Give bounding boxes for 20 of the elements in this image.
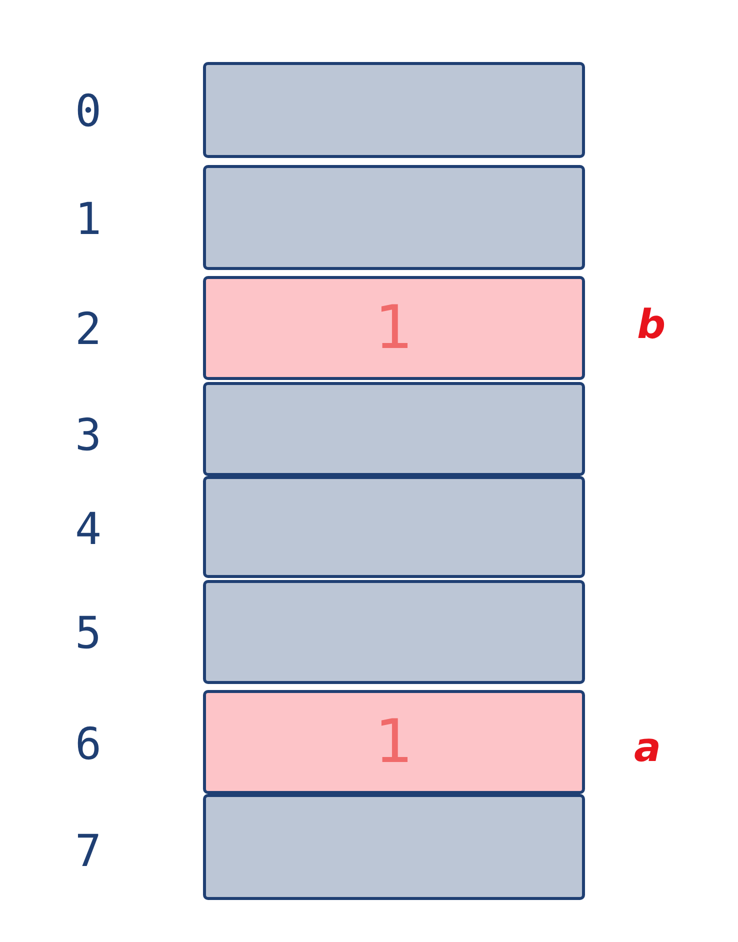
index-label: 7 xyxy=(75,830,102,874)
array-cell xyxy=(203,580,585,684)
cell-value: 1 xyxy=(374,712,414,772)
index-label: 4 xyxy=(75,508,102,552)
index-label: 6 xyxy=(75,723,102,767)
highlighted-array-cell xyxy=(203,276,585,380)
array-cell xyxy=(203,476,585,578)
array-cell xyxy=(203,62,585,158)
index-label: 3 xyxy=(75,414,102,458)
array-cell xyxy=(203,794,585,900)
array-cell xyxy=(203,382,585,476)
pointer-label: a xyxy=(634,728,661,768)
highlighted-array-cell xyxy=(203,690,585,794)
array-cell xyxy=(203,165,585,270)
pointer-label: b xyxy=(637,305,666,345)
index-label: 2 xyxy=(75,308,102,352)
cell-value: 1 xyxy=(374,298,414,358)
index-label: 0 xyxy=(75,90,102,134)
index-label: 5 xyxy=(75,612,102,656)
index-label: 1 xyxy=(75,198,102,242)
